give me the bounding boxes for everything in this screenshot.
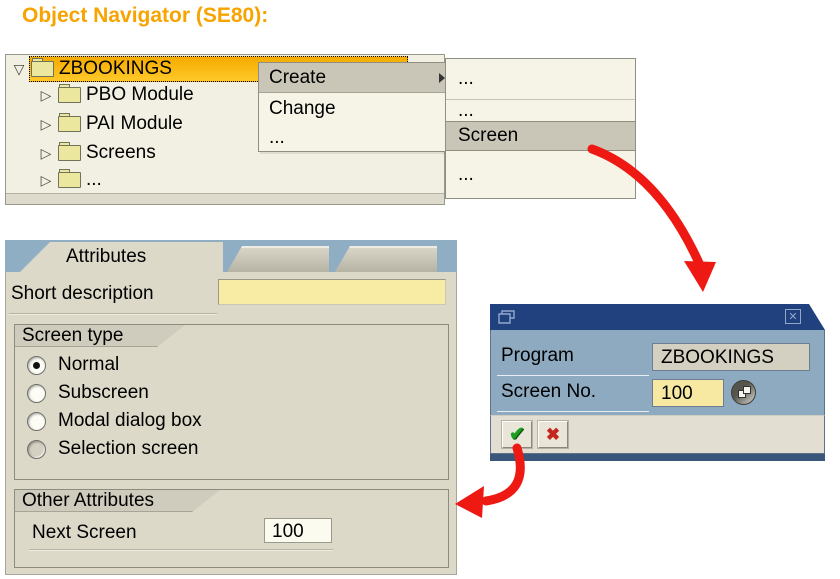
screen-no-label: Screen No.	[501, 381, 597, 402]
folder-icon	[31, 58, 54, 77]
submenu-item-more-1[interactable]: ...	[446, 59, 635, 100]
program-label: Program	[501, 345, 574, 366]
menu-item-label: ...	[269, 126, 285, 148]
submenu-item-more-3[interactable]: ...	[446, 151, 635, 198]
short-description-label: Short description	[11, 283, 154, 304]
triangle-right-icon[interactable]: ▷	[40, 144, 52, 161]
separator	[497, 411, 649, 412]
tab-label: Attributes	[66, 246, 147, 267]
screen-attributes-panel: Attributes Short description Screen type…	[5, 240, 457, 575]
tree-item-pbo-module[interactable]: ▷ PBO Module	[36, 82, 194, 108]
menu-item-change[interactable]: Change	[259, 93, 455, 124]
attributes-panel-body: Short description Screen type Normal Sub…	[5, 272, 457, 575]
submenu-item-screen[interactable]: Screen	[446, 121, 635, 151]
dialog-button-bar: ✔ ✖	[490, 415, 825, 454]
radio-label: Normal	[58, 354, 120, 375]
triangle-right-icon[interactable]: ▷	[40, 86, 52, 103]
menu-item-label: Change	[269, 97, 336, 119]
tree-item-label: Screens	[86, 142, 156, 163]
menu-item-label: Create	[269, 66, 327, 88]
radio-button-icon[interactable]	[27, 439, 46, 459]
close-icon[interactable]: ✕	[785, 309, 801, 324]
group-label-text: Screen type	[22, 324, 124, 346]
create-submenu: ... ... Screen ...	[445, 58, 636, 199]
folder-icon	[58, 113, 81, 132]
confirm-button[interactable]: ✔	[502, 421, 532, 448]
submenu-item-more-2[interactable]: ...	[446, 100, 635, 121]
triangle-right-icon[interactable]: ▷	[40, 115, 52, 132]
tab-strip: Attributes	[5, 240, 457, 272]
radio-button-icon[interactable]	[27, 411, 46, 431]
next-screen-label: Next Screen	[32, 522, 137, 543]
context-menu: Create Change ...	[258, 62, 456, 152]
submenu-item-label: ...	[458, 99, 474, 121]
radio-option-normal[interactable]: Normal	[27, 354, 119, 376]
dialog-bottom-edge	[490, 454, 825, 461]
create-screen-dialog: ✕ Program ZBOOKINGS Screen No. 100 ✔ ✖	[490, 304, 825, 461]
arrowhead-icon	[684, 261, 716, 292]
triangle-down-icon[interactable]: ▽	[13, 60, 25, 77]
screen-type-group: Screen type Normal Subscreen Modal dialo…	[14, 324, 449, 480]
dialog-body: Program ZBOOKINGS Screen No. 100	[490, 330, 825, 415]
possible-entries-icon[interactable]	[731, 380, 756, 405]
radio-label: Selection screen	[58, 438, 199, 459]
tree-item-label: ...	[86, 169, 102, 190]
window-adopt-icon	[497, 309, 517, 325]
short-description-input[interactable]	[218, 279, 446, 305]
radio-label: Subscreen	[58, 382, 149, 403]
group-label-text: Other Attributes	[22, 489, 155, 511]
next-screen-input[interactable]: 100	[264, 518, 332, 543]
tree-bottom-strip	[6, 193, 444, 204]
tree-item-label: PBO Module	[86, 84, 194, 105]
submenu-item-label: Screen	[458, 125, 519, 146]
folder-icon	[58, 169, 81, 188]
radio-button-icon[interactable]	[27, 383, 46, 403]
tree-item-zbookings[interactable]: ▽ ZBOOKINGS	[9, 56, 172, 82]
tree-item-label: PAI Module	[86, 113, 183, 134]
tree-item-label: ZBOOKINGS	[59, 58, 172, 79]
program-field[interactable]: ZBOOKINGS	[652, 343, 810, 371]
tab-unlabeled-1[interactable]	[227, 246, 329, 272]
folder-icon	[58, 142, 81, 161]
cancel-button[interactable]: ✖	[538, 421, 568, 448]
tree-item-screens[interactable]: ▷ Screens	[36, 140, 156, 166]
other-attributes-group: Other Attributes Next Screen 100	[14, 489, 449, 568]
radio-label: Modal dialog box	[58, 410, 202, 431]
tree-item-more[interactable]: ▷ ...	[36, 167, 102, 193]
other-attributes-group-label: Other Attributes	[15, 490, 220, 512]
triangle-right-icon[interactable]: ▷	[40, 171, 52, 188]
menu-item-create[interactable]: Create	[259, 63, 455, 93]
separator	[497, 375, 649, 376]
dialog-title-bar[interactable]: ✕	[490, 304, 825, 330]
submenu-item-label: ...	[458, 68, 474, 89]
screen-type-group-label: Screen type	[15, 325, 185, 347]
folder-icon	[58, 84, 81, 103]
radio-option-subscreen[interactable]: Subscreen	[27, 382, 149, 404]
radio-button-icon[interactable]	[27, 355, 46, 375]
screen-no-input[interactable]: 100	[652, 379, 724, 407]
page-title: Object Navigator (SE80):	[22, 4, 269, 27]
radio-option-modal-dialog-box[interactable]: Modal dialog box	[27, 410, 202, 432]
separator	[29, 549, 333, 551]
menu-item-more[interactable]: ...	[259, 124, 455, 151]
tab-attributes[interactable]: Attributes	[20, 242, 223, 272]
radio-option-selection-screen[interactable]: Selection screen	[27, 438, 198, 460]
submenu-arrow-icon	[439, 72, 445, 83]
submenu-item-label: ...	[458, 163, 474, 185]
arrowhead-icon	[455, 486, 484, 518]
tab-unlabeled-2[interactable]	[335, 246, 437, 272]
tree-item-pai-module[interactable]: ▷ PAI Module	[36, 111, 183, 137]
separator	[9, 313, 217, 315]
